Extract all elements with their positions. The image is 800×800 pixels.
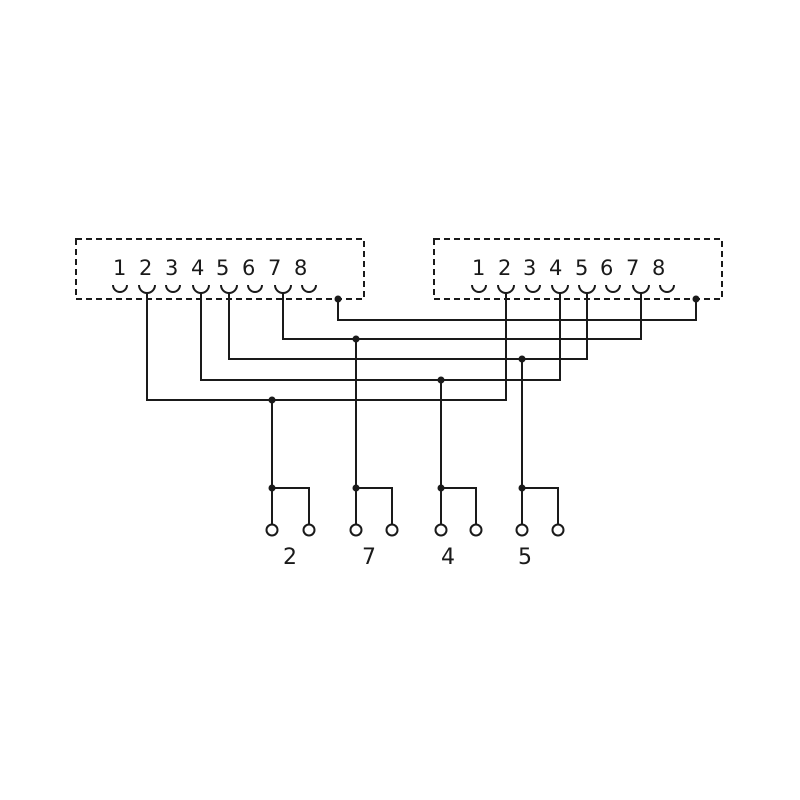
connector-a-pin-3-contact (165, 284, 181, 293)
connector-a-pin-7-label: 7 (268, 256, 281, 280)
connector-a-pin-4-contact (192, 284, 210, 294)
junction-4-bus (437, 376, 445, 384)
junction-2-branch (268, 484, 276, 492)
connector-a-pin-5-label: 5 (216, 256, 229, 280)
connector-b-pin-2-label: 2 (498, 256, 511, 280)
connector-a-pin-8-label: 8 (294, 256, 307, 280)
connector-a-pin-6-label: 6 (242, 256, 255, 280)
terminal-2-right (302, 523, 316, 537)
connector-b-pin-3-contact (525, 284, 541, 293)
wire-a2-bus (146, 292, 507, 401)
connector-b-pin-7-contact (632, 284, 650, 294)
connector-b-pin-3-label: 3 (523, 256, 536, 280)
junction-shield-b (692, 295, 700, 303)
junction-2-bus (268, 396, 276, 404)
output-4-label: 4 (441, 545, 455, 570)
connector-b-pin-4-label: 4 (549, 256, 562, 280)
connector-b-housing (433, 238, 723, 300)
branch-output-5 (522, 487, 559, 525)
junction-4-branch (437, 484, 445, 492)
connector-a-pin-2-contact (138, 284, 156, 294)
junction-7-bus (352, 335, 360, 343)
output-5-label: 5 (518, 545, 532, 570)
terminal-4-left (434, 523, 448, 537)
connector-a-housing (75, 238, 365, 300)
connector-b: 1 2 3 4 5 6 7 8 (433, 238, 723, 300)
terminal-2-left (265, 523, 279, 537)
connector-b-pin-2-contact (497, 284, 515, 294)
branch-output-2 (272, 487, 310, 525)
junction-7-branch (352, 484, 360, 492)
output-2-label: 2 (283, 545, 297, 570)
connector-a-pin-6-contact (247, 284, 263, 293)
connector-b-pin-6-contact (605, 284, 621, 293)
wire-a4-bus (200, 292, 561, 381)
branch-output-4 (441, 487, 477, 525)
connector-b-pin-1-label: 1 (472, 256, 485, 280)
connector-b-pin-1-contact (471, 284, 487, 293)
connector-b-pin-4-contact (551, 284, 569, 294)
connector-a-pin-1-label: 1 (113, 256, 126, 280)
connector-a-pin-7-contact (274, 284, 292, 294)
connector-a-pin-2-label: 2 (139, 256, 152, 280)
connector-b-pin-8-label: 8 (652, 256, 665, 280)
terminal-7-right (385, 523, 399, 537)
wire-a5-bus (228, 292, 588, 360)
terminal-4-right (469, 523, 483, 537)
connector-b-pin-5-contact (578, 284, 596, 294)
junction-5-branch (518, 484, 526, 492)
junction-5-bus (518, 355, 526, 363)
connector-b-pin-6-label: 6 (600, 256, 613, 280)
connector-b-pin-8-contact (659, 284, 675, 293)
terminal-7-left (349, 523, 363, 537)
connector-a-pin-1-contact (112, 284, 128, 293)
junction-shield-a (334, 295, 342, 303)
terminal-5-left (515, 523, 529, 537)
output-7-label: 7 (362, 545, 376, 570)
connector-a-pin-4-label: 4 (191, 256, 204, 280)
wire-shield-bus (337, 299, 697, 321)
connector-a-pin-3-label: 3 (165, 256, 178, 280)
connector-b-pin-5-label: 5 (575, 256, 588, 280)
connector-a: 1 2 3 4 5 6 7 8 (75, 238, 365, 300)
branch-output-7 (356, 487, 393, 525)
connector-a-pin-5-contact (220, 284, 238, 294)
connector-a-pin-8-contact (301, 284, 317, 293)
connector-b-pin-7-label: 7 (626, 256, 639, 280)
wire-a7-bus (282, 292, 642, 340)
terminal-5-right (551, 523, 565, 537)
